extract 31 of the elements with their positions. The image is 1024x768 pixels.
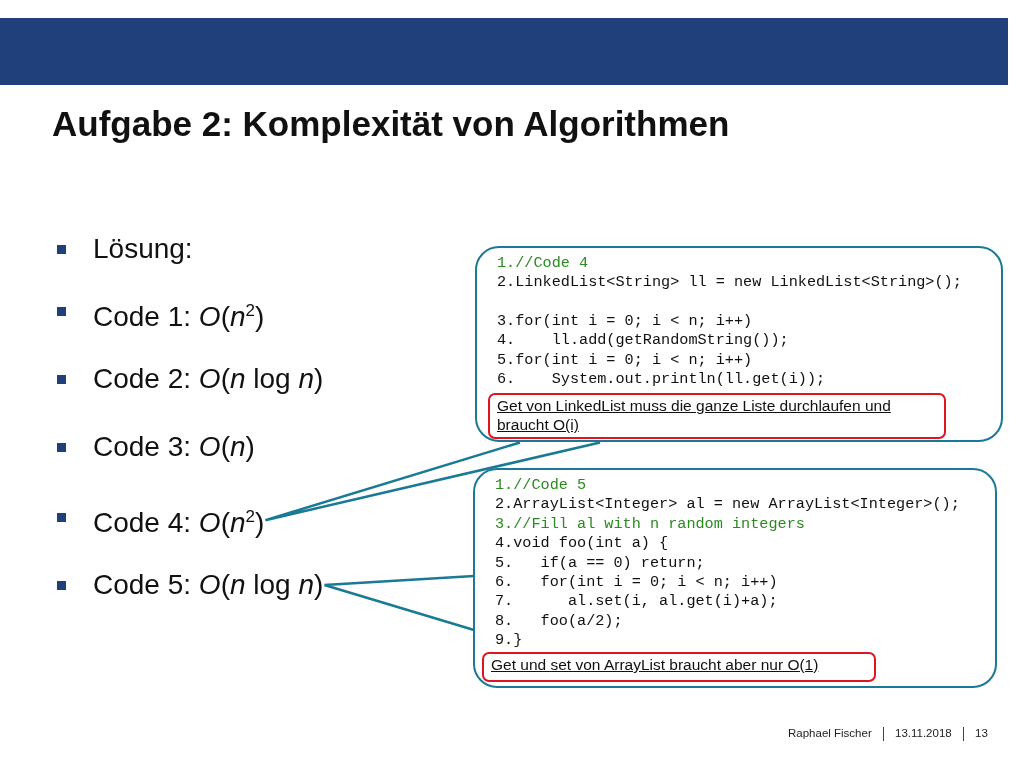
code-line: 2.LinkedList<String> ll = new LinkedList<String>(); — [497, 273, 963, 293]
code-line: 4. ll.add(getRandomString()); — [497, 331, 790, 351]
callout-pointer — [323, 574, 476, 632]
footer-text: 13.11.2018 — [895, 727, 952, 739]
slide-title: Aufgabe 2: Komplexität von Algorithmen — [52, 104, 730, 144]
code-line: 3.for(int i = 0; i < n; i++) — [497, 311, 754, 332]
bullet-text: Code 1: O(n$^{2}$) — [93, 300, 265, 335]
highlight-note: Get und set von ArrayList braucht aber nur O(1) — [482, 652, 876, 682]
code-callout — [473, 468, 997, 688]
code-comment: 1.//Code 5 — [495, 476, 588, 496]
code-callout — [475, 246, 1003, 442]
code-line: 9.} — [495, 631, 524, 651]
footer-text: 13 — [975, 727, 988, 739]
code-line: 4.void foo(int a) { — [495, 534, 670, 554]
bullet-text: Code 3: O(n) — [93, 430, 255, 464]
code-line: 2.ArrayList<Integer> al = new ArrayList<Integer>(); — [495, 495, 961, 515]
bullet-text: Code 4: O(n$^{2}$) — [93, 500, 265, 541]
code-line: 7. al.set(i, al.get(i)+a); — [495, 592, 779, 612]
code-comment: 1.//Code 4 — [497, 254, 590, 274]
code-line: 6. for(int i = 0; i < n; i++) — [495, 573, 779, 593]
footer-text: Raphael Fischer — [788, 727, 872, 739]
code-line: 8. foo(a/2); — [495, 611, 624, 632]
code-line: 5. if(a == 0) return; — [495, 553, 706, 574]
highlight-note: Get von LinkedList muss die ganze Liste durchlaufen und braucht O(i) — [488, 393, 946, 439]
code-comment: 3.//Fill al with n random integers — [495, 514, 806, 535]
bullet-text: Code 5: O(n log n) — [93, 568, 324, 602]
bullet-text: Code 2: O(n log n) — [93, 362, 324, 396]
callout-pointer — [264, 441, 602, 522]
code-line: 6. System.out.println(ll.get(i)); — [497, 370, 827, 390]
code-line: 5.for(int i = 0; i < n; i++) — [497, 350, 754, 371]
bullet-text: Lösung: — [93, 232, 193, 266]
